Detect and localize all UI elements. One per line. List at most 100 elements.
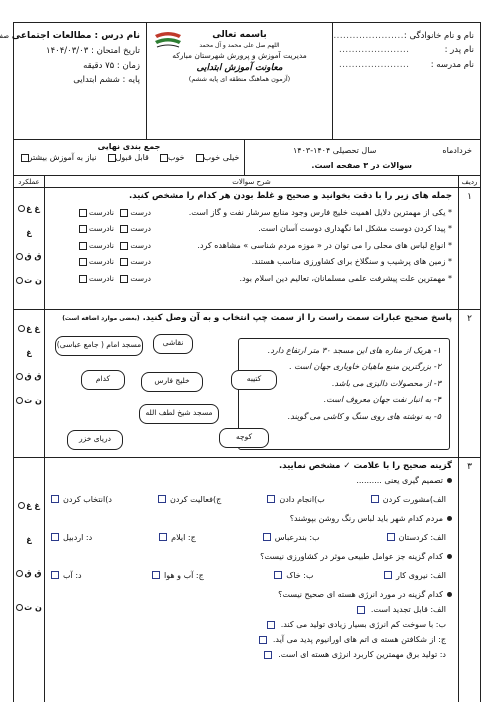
mcq-option[interactable]: د)انتخاب کردن [52, 495, 113, 504]
score-circle[interactable] [17, 372, 25, 380]
checkbox[interactable] [263, 533, 272, 541]
mcq-option[interactable]: ج: از شکافتن هسته ی اتم های اورانیوم پدی… [52, 632, 453, 647]
checkbox[interactable] [160, 533, 169, 541]
score-circle[interactable] [17, 603, 25, 611]
checkbox[interactable] [265, 650, 274, 659]
mcq-option[interactable]: الف: قابل تجدید است. [52, 602, 453, 617]
true-checkbox[interactable] [120, 274, 129, 283]
grade-needs-training[interactable]: نیاز به آموزش بیشتر [20, 153, 98, 162]
department: مدیریت آموزش و پرورش شهرستان مبارکه [173, 50, 308, 60]
mcq-option[interactable]: الف)مشورت کردن [371, 495, 447, 504]
checkbox[interactable] [357, 605, 366, 614]
false-checkbox[interactable] [79, 274, 88, 283]
exam-note: (آزمون هماهنگ منطقه ای پایه ششم) [189, 74, 292, 83]
answer-chip[interactable]: دریای خزر [68, 430, 124, 450]
col-questions: شرح سوالات [45, 176, 459, 187]
grade-good[interactable]: خوب [159, 153, 186, 162]
score-circle[interactable] [19, 204, 27, 212]
checkbox[interactable] [158, 495, 167, 503]
false-checkbox[interactable] [79, 241, 88, 250]
exam-info: نام درس : مطالعات اجتماعی صفحه ۱ تاریخ ا… [0, 23, 147, 139]
school-label: نام مدرسه : [431, 59, 475, 70]
bullet-icon [448, 478, 453, 483]
tf-item: * انواع لباس های محلی را می توان در « مو… [52, 237, 453, 254]
checkbox[interactable] [52, 533, 61, 541]
answer-chip[interactable]: خلیج فارس [142, 372, 204, 392]
checkbox[interactable] [160, 153, 169, 162]
answer-chip[interactable]: کتیبه [232, 370, 278, 390]
false-checkbox[interactable] [79, 258, 88, 267]
checkbox[interactable] [52, 495, 60, 503]
name-field[interactable]: ...................... [334, 31, 405, 41]
score-circle[interactable] [17, 276, 25, 284]
exam-header: نام و نام خانوادگی :....................… [0, 22, 482, 140]
matching-area: ۱- هریک از مناره های این مسجد ۳۰ متر ارت… [52, 326, 453, 454]
mcq-option[interactable]: ج)فعالیت کردن [158, 495, 222, 504]
checkbox[interactable] [108, 153, 117, 162]
true-checkbox[interactable] [120, 208, 129, 217]
checkbox[interactable] [259, 635, 268, 644]
exam-date: تاریخ امتحان : ۱۴۰۴/۰۳/۰۳ [47, 46, 141, 57]
question-3: ۳ گزینه صحیح را با علامت ✓ مشخص نمایید. … [15, 458, 481, 702]
mcq-option[interactable]: د: اردبیل [52, 533, 93, 542]
checkbox[interactable] [52, 571, 61, 579]
salavat: اللهم صل علی محمد و آل محمد [200, 42, 281, 50]
questions-table: ردیف شرح سوالات عملکرد ۱ جمله های زیر را… [14, 176, 482, 702]
answer-chip[interactable]: نقاشی [154, 334, 194, 354]
mcq-option[interactable]: ب: خاک [275, 571, 315, 580]
true-checkbox[interactable] [120, 258, 129, 267]
question-body: جمله های زیر را با دقت بخوانید و صحیح و … [45, 188, 459, 309]
score-circle[interactable] [17, 252, 25, 260]
score-circle[interactable] [19, 324, 27, 332]
score-column: غ غ غ ق ق ن ت [15, 310, 45, 457]
checkbox[interactable] [275, 571, 284, 579]
checkbox[interactable] [384, 571, 393, 579]
mcq-option[interactable]: ب: با سوخت کم انرژی بسیار زیادی تولید می… [52, 617, 453, 632]
checkbox[interactable] [267, 620, 276, 629]
answer-chip[interactable]: کوچه [220, 428, 270, 448]
mcq-option[interactable]: ب)انجام دادن [268, 495, 326, 504]
checkbox[interactable] [387, 533, 396, 541]
checkbox[interactable] [268, 495, 277, 503]
mcq-2: مردم کدام شهر باید لباس رنگ روشن بپوشند؟… [52, 512, 453, 548]
answer-chip[interactable]: کدام [82, 370, 126, 390]
mcq-option[interactable]: ج: آب و هوا [153, 571, 205, 580]
mcq-option[interactable]: الف: کردستان [387, 533, 447, 542]
matching-statements: ۱- هریک از مناره های این مسجد ۳۰ متر ارت… [239, 338, 451, 450]
score-column: غ غ غ ق ق ن ت [15, 458, 45, 702]
true-checkbox[interactable] [120, 241, 129, 250]
question-2: ۲ پاسخ صحیح عبارات سمت راست را از سمت چپ… [15, 310, 481, 458]
tf-item: * یکی از مهمترین دلایل اهمیت خلیج فارس و… [52, 204, 453, 221]
mcq-option[interactable]: د: تولید برق مهمترین کاربرد انرژی هسته ا… [52, 647, 453, 662]
mcq-option[interactable]: ب: بندرعباس [263, 533, 321, 542]
score-circle[interactable] [17, 569, 25, 577]
score-circle[interactable] [17, 396, 25, 404]
checkbox[interactable] [371, 495, 380, 503]
school-field[interactable]: ...................... [340, 59, 411, 70]
match-item: ۵- به نوشته های روی سنگ و کاشی می گویند. [288, 411, 442, 421]
true-checkbox[interactable] [120, 225, 129, 234]
grade-acceptable[interactable]: قابل قبول [107, 153, 150, 162]
mcq-option[interactable]: الف: نیروی کار [384, 571, 447, 580]
checkbox[interactable] [153, 571, 162, 579]
mcq-option[interactable]: د: آب [52, 571, 83, 580]
mcq-option[interactable]: ج: ایلام [160, 533, 197, 542]
office-name: معاونت آموزش ابتدایی [197, 62, 284, 73]
question-title: جمله های زیر را با دقت بخوانید و صحیح و … [130, 191, 453, 201]
question-body: پاسخ صحیح عبارات سمت راست را از سمت چپ ا… [45, 310, 459, 457]
basmala: باسمه تعالی [213, 30, 268, 40]
grade-very-good[interactable]: خیلی خوب [195, 153, 240, 162]
bullet-icon [448, 516, 453, 521]
checkbox[interactable] [196, 153, 205, 162]
checkbox[interactable] [21, 153, 30, 162]
answer-chip[interactable]: مسجد امام ( جامع عباسی) [56, 336, 144, 356]
ministry-logo-icon [156, 32, 182, 48]
false-checkbox[interactable] [79, 225, 88, 234]
false-checkbox[interactable] [79, 208, 88, 217]
question-number: ۱ [459, 188, 481, 309]
father-field[interactable]: ...................... [340, 45, 411, 56]
score-circle[interactable] [19, 501, 27, 509]
answer-chip[interactable]: مسجد شیخ لطف الله [140, 404, 220, 424]
mcq-stem: تصمیم گیری یعنی .......... [357, 476, 444, 485]
col-score: عملکرد [19, 178, 41, 186]
